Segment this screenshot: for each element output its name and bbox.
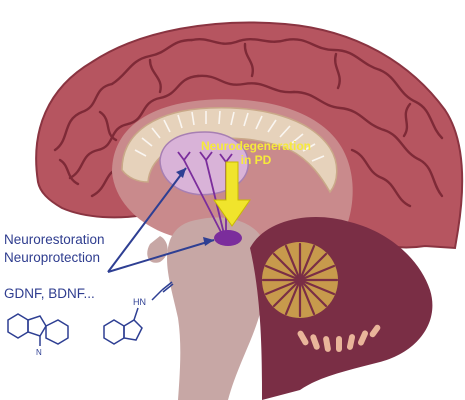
- blue-arrows: [107, 167, 215, 273]
- yellow-down-arrow: [213, 161, 251, 227]
- neurodegeneration-label: Neurodegeneration: [201, 139, 311, 153]
- cerebellum-lobules: [297, 324, 381, 352]
- blue-arrowhead-nigra: [203, 237, 214, 246]
- neurorestoration-label: Neurorestoration: [4, 232, 105, 247]
- growth-factors-label: GDNF, BDNF...: [4, 286, 95, 301]
- n-methyl-atom: N: [36, 348, 42, 357]
- blue-arrowhead-thalamus: [176, 168, 186, 178]
- hn-label: HN: [133, 297, 146, 307]
- callosum-fibers: [134, 110, 325, 162]
- in-pd-label: in PD: [241, 153, 272, 167]
- neuroprotection-label: Neuroprotection: [4, 250, 100, 265]
- corpus-callosum: [121, 107, 338, 194]
- substantia-nigra: [214, 230, 242, 246]
- brainstem: [167, 217, 268, 400]
- beta-carboline-molecule: [7, 313, 69, 346]
- rasagiline-molecule: [103, 281, 174, 345]
- cerebellum-folia-lines: [261, 242, 339, 318]
